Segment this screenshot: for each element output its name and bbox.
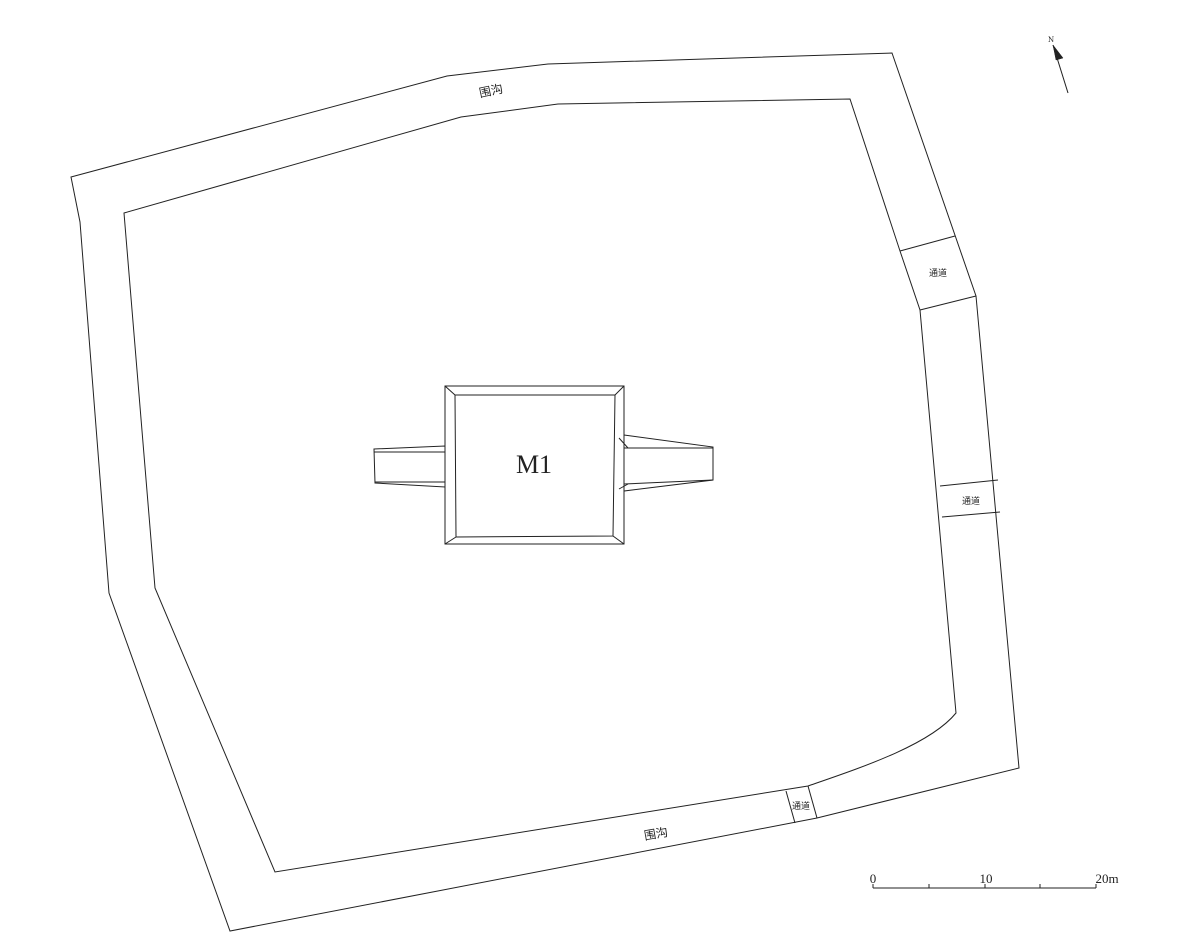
scale-bar: 0 10 20m [870, 871, 1119, 889]
tomb-label: M1 [516, 450, 552, 479]
passage-3-label: 通道 [792, 800, 810, 812]
scale-label-20m: 20m [1095, 871, 1118, 886]
moat-label-top: 围沟 [478, 82, 504, 101]
tomb-east-ramp [623, 434, 714, 492]
north-arrow-icon: N [1048, 36, 1069, 94]
passage-3: 通道 [785, 785, 818, 824]
passage-2: 通道 [939, 479, 1001, 518]
tomb-m1: M1 [373, 385, 714, 545]
passage-1-label: 通道 [929, 267, 947, 279]
moat-label-bottom: 围沟 [643, 825, 669, 843]
passage-1: 通道 [899, 235, 977, 311]
scale-label-0: 0 [870, 871, 877, 886]
tomb-west-ramp [373, 445, 446, 488]
moat-inner-boundary [123, 98, 957, 873]
moat-outer-boundary [70, 52, 1020, 932]
passage-2-label: 通道 [962, 495, 980, 507]
north-label: N [1048, 36, 1054, 44]
scale-label-10: 10 [980, 871, 993, 886]
